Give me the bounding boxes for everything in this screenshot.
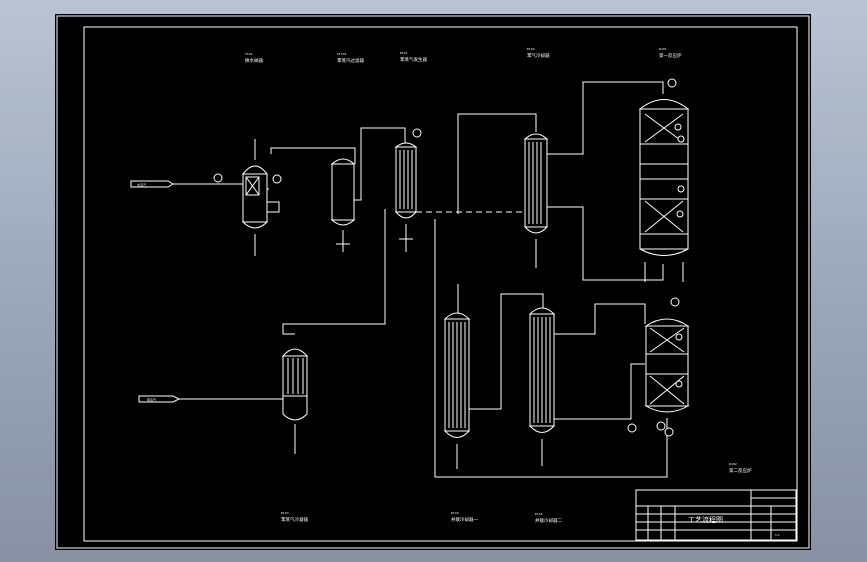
cooler-e7 (443, 284, 471, 469)
svg-text:E103: E103 (281, 511, 289, 515)
pipe-e8-return (554, 363, 645, 420)
exchanger-e3 (394, 142, 418, 252)
reactor-e5 (638, 99, 690, 282)
feed-inlet-arrow: 水蒸汽 (130, 180, 243, 188)
label-e9: R102 第二反应炉 (729, 462, 752, 474)
svg-text:并联冷却器二: 并联冷却器二 (535, 517, 562, 524)
svg-text:苯气冷却器: 苯气冷却器 (527, 52, 550, 59)
label-e2: ST101 苯蒸汽过滤器 (337, 52, 364, 64)
svg-text:R102: R102 (729, 462, 737, 466)
svg-text:苯蒸气发生器: 苯蒸气发生器 (400, 56, 427, 63)
drawing-title: 工艺流程图 (688, 515, 723, 524)
svg-text:苯蒸气冷凝器: 苯蒸气冷凝器 (281, 516, 308, 523)
svg-text:T101: T101 (244, 52, 253, 56)
label-e5: R101 第一反应炉 (659, 47, 682, 59)
label-e6: E103 苯蒸气冷凝器 (281, 511, 308, 523)
svg-text:并联冷却器一: 并联冷却器一 (451, 516, 478, 523)
instrument-bubble (412, 128, 422, 138)
svg-text:第一反应炉: 第一反应炉 (659, 52, 682, 59)
label-e7: E104 并联冷却器一 (451, 511, 478, 523)
pipe-e3-e6 (282, 209, 386, 335)
inner-frame (83, 26, 798, 542)
svg-text:第二反应炉: 第二反应炉 (729, 467, 752, 474)
instrument-bubble (627, 423, 637, 433)
cad-viewport: T101 换水阀器 ST101 苯蒸汽过滤器 E101 苯蒸气发生器 E102 … (55, 14, 811, 550)
svg-text:苯蒸汽过滤器: 苯蒸汽过滤器 (337, 57, 364, 64)
svg-text:E102: E102 (527, 47, 535, 51)
svg-text:换水阀器: 换水阀器 (245, 57, 263, 64)
product-outlet-arrow: 苯蒸汽 (138, 395, 283, 403)
instrument-bubble (667, 78, 677, 88)
instrument-bubble (213, 173, 223, 183)
svg-text:苯蒸汽: 苯蒸汽 (147, 397, 156, 402)
cooler-e8 (469, 293, 556, 466)
label-e1: T101 换水阀器 (244, 52, 263, 64)
condenser-e6 (281, 348, 309, 454)
pipe-e4-e5-top (547, 81, 664, 155)
exchanger-e4 (457, 113, 549, 268)
process-flow-diagram: T101 换水阀器 ST101 苯蒸汽过滤器 E101 苯蒸气发生器 E102 … (56, 15, 810, 549)
title-block: 工艺流程图 1:1 (635, 489, 797, 541)
svg-text:水蒸汽: 水蒸汽 (137, 182, 146, 187)
vessel-e2 (330, 158, 356, 252)
svg-text:ST101: ST101 (337, 52, 347, 56)
vessel-e1 (241, 139, 282, 256)
pipe-e8-e9 (554, 303, 646, 335)
label-e8: E105 并联冷却器二 (535, 512, 562, 524)
pipe-e1-e2 (270, 147, 356, 164)
label-e4: E102 苯气冷却器 (527, 47, 550, 59)
svg-text:E101: E101 (400, 51, 408, 55)
drawing-scale: 1:1 (775, 533, 780, 537)
outer-frame (56, 15, 810, 549)
svg-text:R101: R101 (659, 47, 667, 51)
reactor-e9 (644, 318, 690, 474)
pipe-e2-e3 (354, 127, 406, 201)
label-e3: E101 苯蒸气发生器 (400, 51, 427, 63)
svg-text:E105: E105 (535, 512, 543, 516)
svg-text:E104: E104 (451, 511, 459, 515)
pipe-e4-e5-bottom (547, 206, 664, 281)
instrument-bubble (670, 297, 680, 307)
